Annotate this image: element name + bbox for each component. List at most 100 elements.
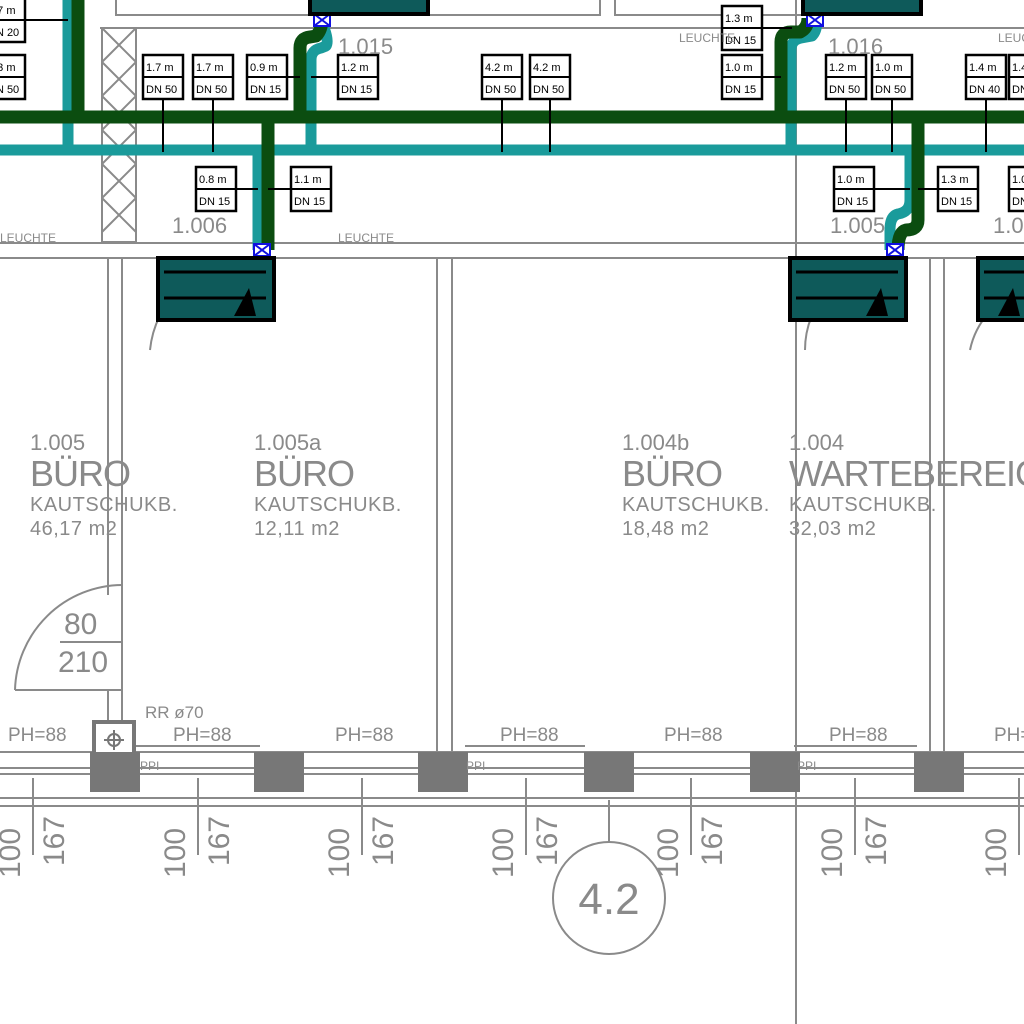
pipe-diameter: DN 50 — [196, 84, 227, 96]
pipe-tag: 1.0 mDN 15 — [1007, 165, 1024, 213]
window-head-height: 167 — [367, 816, 400, 866]
pipe-diameter: DN 40 — [969, 84, 1000, 96]
pipe-diameter: DN 15 — [250, 84, 281, 96]
supply-pipe — [0, 0, 1024, 251]
pipe-diameter: DN 15 — [941, 196, 972, 208]
pipe-tag: 1.3 m DN 50 — [0, 53, 27, 101]
room-area: 12,11 m2 — [254, 518, 340, 540]
ppi-label: PPI — [140, 759, 159, 773]
pipe-tag: 1.4 mDN 40 — [964, 53, 1008, 152]
pipe-tag: 0.9 m DN 15 — [245, 53, 300, 101]
column — [418, 752, 468, 792]
pipe-diameter: DN 20 — [0, 27, 19, 39]
pipe-tag: 1.2 mDN 50 — [824, 53, 868, 152]
room-number: 1.005 — [30, 430, 85, 455]
downpipe-icon — [104, 730, 124, 750]
pipe-length: 1.4 m — [1012, 62, 1024, 74]
room-name: BÜRO — [254, 453, 354, 494]
pipe-tags: 1.7 m DN 20 1.3 m DN 50 1.7 m DN 50 1.7 m DN 50… — [0, 0, 1024, 213]
window-sill-height: 100 — [816, 828, 849, 878]
radiator — [976, 256, 1024, 322]
window-sill-height: 100 — [487, 828, 520, 878]
room-floor: KAUTSCHUKB. — [254, 494, 402, 516]
radiator — [156, 256, 276, 322]
window-sill-height: 100 — [0, 828, 27, 878]
pipe-length: 1.7 m — [146, 62, 174, 74]
pipe-length: 1.0 m — [837, 174, 865, 186]
room-floor: KAUTSCHUKB. — [30, 494, 178, 516]
parapet-height: PH=88 — [8, 725, 67, 746]
room-number: 1.004b — [622, 430, 689, 455]
column — [584, 752, 634, 792]
luminaire-label: LEUCHTE — [998, 31, 1024, 45]
pipe-tag: 0.8 mDN 15 — [194, 165, 258, 213]
radiator-room-number: 1.016 — [828, 34, 883, 59]
parapet-height: PH=88 — [664, 725, 723, 746]
pipe-diameter: DN 15 — [837, 196, 868, 208]
room-number: 1.004 — [789, 430, 844, 455]
grid-axis-label: 4.2 — [578, 875, 639, 924]
radiator-room-number: 1.005 — [830, 213, 885, 238]
room-floor: KAUTSCHUKB. — [622, 494, 770, 516]
luminaire-label: LEUCHTE — [0, 231, 56, 245]
pipe-diameter: DN 15 — [725, 35, 756, 47]
radiator-room-number: 1.015 — [338, 34, 393, 59]
pipe-diameter: DN 50 — [485, 84, 516, 96]
pipe-tag: 1.0 m DN 15 — [832, 165, 910, 213]
room-name: WARTEBEREICH — [789, 453, 1024, 494]
pipe-diameter: DN 50 — [829, 84, 860, 96]
pipe-tag: 1.3 mDN 15 — [720, 4, 792, 52]
pipe-length: 4.2 m — [485, 62, 513, 74]
valve-icon — [806, 13, 824, 27]
pipe-length: 1.2 m — [341, 62, 369, 74]
pipe-tag: 1.0 mDN 50 — [870, 53, 914, 152]
pipe-length: 1.0 m — [875, 62, 903, 74]
pipe-diameter: DN 15 — [294, 196, 325, 208]
window-sill-height: 100 — [980, 828, 1013, 878]
pipe-diameter: DN 40 — [1012, 84, 1024, 96]
valve-icon — [253, 243, 271, 257]
ppi-label: PPI — [466, 759, 485, 773]
pipe-tag: 1.7 m DN 50 — [191, 53, 235, 152]
door-swing — [14, 584, 123, 691]
luminaire-label: LEUCHTE — [338, 231, 394, 245]
pipe-tag: 1.4 m DN 40 — [1007, 53, 1024, 101]
pipe-tag: 1.0 mDN 15 — [720, 53, 781, 101]
pipe-length: 1.7 m — [196, 62, 224, 74]
parapet-height: PH=88 — [829, 725, 888, 746]
column — [914, 752, 964, 792]
pipe-length: 1.3 m — [0, 62, 16, 74]
radiator — [801, 0, 923, 16]
window-sill-height: 100 — [159, 828, 192, 878]
room-area: 46,17 m2 — [30, 518, 117, 540]
door-height: 210 — [58, 646, 108, 679]
column — [254, 752, 304, 792]
window-head-height: 167 — [860, 816, 893, 866]
room-label: 1.004WARTEBEREICHKAUTSCHUKB.32,03 m2 — [789, 430, 1024, 540]
pipe-tag: 1.1 mDN 15 — [268, 165, 333, 213]
radiator — [788, 256, 908, 322]
column — [750, 752, 800, 792]
pipe-length: 1.7 m — [0, 5, 16, 17]
window-head-height: 167 — [203, 816, 236, 866]
luminaire-label: LEUCHTE — [679, 31, 735, 45]
room-area: 32,03 m2 — [789, 518, 876, 540]
pipe-length: 0.9 m — [250, 62, 278, 74]
pipe-diameter: DN 50 — [146, 84, 177, 96]
radiator-room-number: 1.006 — [172, 213, 227, 238]
pipe-length: 4.2 m — [533, 62, 561, 74]
pipe-tag: 1.7 m DN 50 — [141, 53, 185, 152]
pipe-tag: 1.2 mDN 15 — [311, 53, 380, 101]
pipe-tag: 1.3 m DN 15 — [918, 165, 980, 213]
room-name: BÜRO — [30, 453, 130, 494]
pipe-tag: 4.2 m DN 50 — [480, 53, 524, 152]
labels: 1.0151.0161.0061.0051.005LEUCHTELEUCHTEL… — [0, 31, 1024, 245]
pipe-diameter: DN 50 — [0, 84, 19, 96]
pipe-length: 1.3 m — [941, 174, 969, 186]
window-head-height: 167 — [38, 816, 71, 866]
